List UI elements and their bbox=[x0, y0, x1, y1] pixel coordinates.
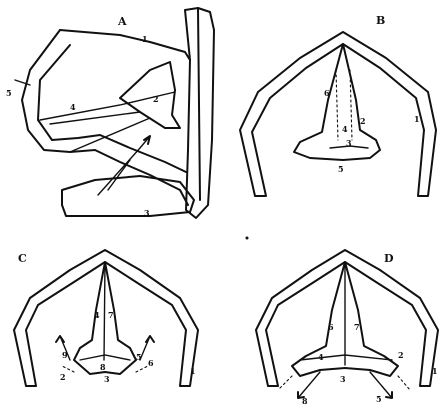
panel-a-arrow-line-2 bbox=[108, 160, 130, 190]
panel-d-dash-right bbox=[398, 376, 410, 390]
panel-a-cricoid-base bbox=[62, 176, 194, 216]
panel-c-num-7: 7 bbox=[108, 310, 114, 320]
panel-d-num-4: 4 bbox=[318, 352, 324, 362]
panel-d-num-7: 7 bbox=[354, 322, 360, 332]
panel-c: C 1 2 3 4 5 6 7 8 9 bbox=[14, 250, 198, 386]
panel-a-num-3: 3 bbox=[144, 208, 150, 218]
panel-c-num-5: 5 bbox=[136, 352, 142, 362]
panel-b-dash-1 bbox=[336, 70, 338, 140]
stray-dot bbox=[246, 237, 249, 240]
panel-c-arrowhead-left bbox=[56, 336, 64, 342]
panel-c-label: C bbox=[18, 252, 27, 265]
panel-d-num-6: 6 bbox=[328, 322, 334, 332]
panel-c-crossline bbox=[80, 355, 130, 360]
panel-c-num-9: 9 bbox=[62, 350, 68, 360]
panel-c-arrowhead-right bbox=[146, 336, 154, 342]
panel-d-crossline bbox=[300, 355, 392, 360]
panel-a-line-6 bbox=[50, 112, 140, 124]
panel-d-num-3: 3 bbox=[340, 374, 346, 384]
panel-b-num-4: 4 bbox=[342, 124, 348, 134]
panel-a: A 1 2 3 4 5 bbox=[6, 8, 214, 218]
panel-c-num-4: 4 bbox=[94, 310, 100, 320]
panel-d-dash-left bbox=[278, 376, 292, 390]
panel-c-num-6: 6 bbox=[148, 358, 154, 368]
panel-d-num-1: 1 bbox=[432, 366, 438, 376]
panel-b-label: B bbox=[376, 14, 385, 27]
panel-a-plate-edge bbox=[198, 8, 200, 200]
panel-a-num-2: 2 bbox=[153, 94, 159, 104]
panel-c-num-3: 3 bbox=[104, 374, 110, 384]
panel-b: B 1 2 3 4 5 6 bbox=[240, 14, 436, 196]
panel-b-num-2: 2 bbox=[360, 116, 366, 126]
panel-d-label: D bbox=[384, 252, 394, 265]
panel-c-midline bbox=[104, 262, 105, 360]
panel-a-num-1: 1 bbox=[142, 34, 148, 44]
panel-b-num-3: 3 bbox=[346, 138, 352, 148]
panel-d-num-5: 5 bbox=[376, 394, 382, 404]
panel-b-num-6: 6 bbox=[324, 88, 330, 98]
panel-b-num-1: 1 bbox=[414, 114, 420, 124]
panel-c-num-2: 2 bbox=[60, 372, 66, 382]
panel-c-num-8: 8 bbox=[100, 362, 106, 372]
panel-d-num-2: 2 bbox=[398, 350, 404, 360]
panel-d-num-8: 8 bbox=[302, 396, 308, 406]
panel-a-num-4: 4 bbox=[70, 102, 76, 112]
panel-a-top-edge bbox=[60, 30, 190, 60]
panel-a-num-5: 5 bbox=[6, 88, 12, 98]
panel-d: D 1 2 3 4 5 6 7 8 bbox=[256, 250, 438, 406]
panel-c-dash-right bbox=[136, 366, 148, 372]
panel-c-num-1: 1 bbox=[190, 366, 196, 376]
panel-b-num-5: 5 bbox=[338, 164, 344, 174]
panel-a-line-x bbox=[70, 118, 150, 152]
panel-a-label: A bbox=[117, 15, 127, 28]
